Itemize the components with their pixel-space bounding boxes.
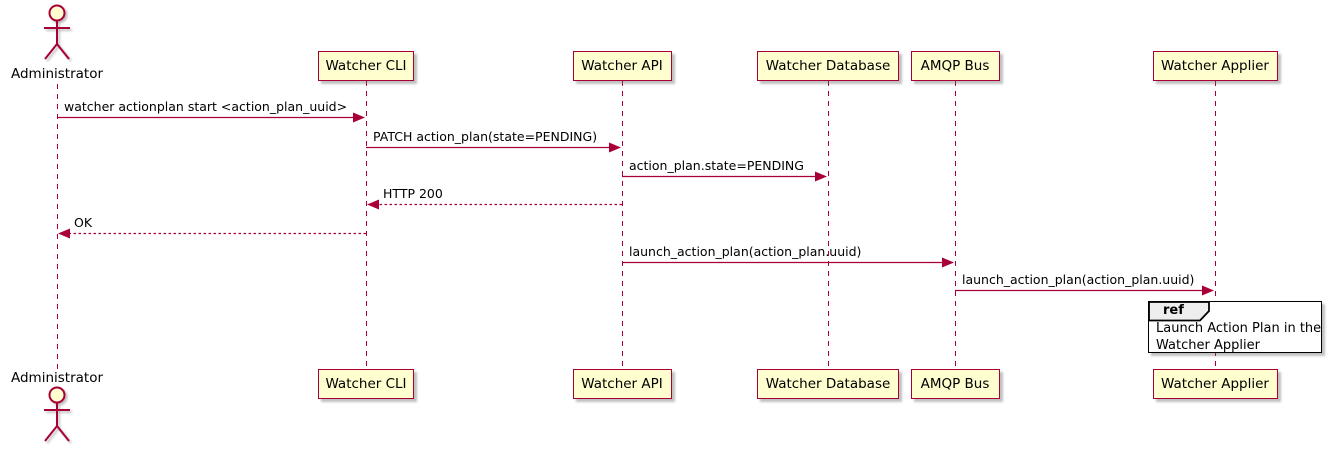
participant-box-watcher-database-top: Watcher Database xyxy=(757,51,899,81)
message-arrowhead-1 xyxy=(609,142,621,153)
participant-box-watcher-api-bottom: Watcher API xyxy=(572,369,672,399)
participant-box-amqp-bus-bottom: AMQP Bus xyxy=(910,369,1000,399)
participant-box-watcher-cli-bottom: Watcher CLI xyxy=(318,369,414,399)
message-arrowhead-4 xyxy=(58,228,70,239)
message-label-5: launch_action_plan(action_plan.uuid) xyxy=(629,244,862,259)
message-arrowhead-2 xyxy=(815,171,827,182)
message-arrowhead-6 xyxy=(1202,285,1214,296)
message-arrowhead-5 xyxy=(942,257,954,268)
participant-box-watcher-database-bottom: Watcher Database xyxy=(757,369,899,399)
participant-box-watcher-cli-top: Watcher CLI xyxy=(318,51,414,81)
message-label-2: action_plan.state=PENDING xyxy=(629,158,804,173)
participant-box-watcher-applier-top: Watcher Applier xyxy=(1152,51,1278,81)
actor-figure-administrator-top xyxy=(44,4,70,60)
message-arrowhead-3 xyxy=(367,199,379,210)
participant-box-amqp-bus-top: AMQP Bus xyxy=(910,51,1000,81)
message-label-3: HTTP 200 xyxy=(383,186,443,201)
ref-fragment: ref Launch Action Plan in the Watcher Ap… xyxy=(1148,301,1322,353)
ref-header-shape xyxy=(1148,301,1210,322)
message-label-4: OK xyxy=(74,215,93,230)
ref-text-line: Launch Action Plan in the xyxy=(1156,321,1322,336)
message-label-1: PATCH action_plan(state=PENDING) xyxy=(373,129,598,144)
ref-text-line: Watcher Applier xyxy=(1156,338,1260,353)
message-label-6: launch_action_plan(action_plan.uuid) xyxy=(962,272,1195,287)
actor-figure-administrator-bottom xyxy=(44,386,70,442)
actor-label-administrator-bottom: Administrator xyxy=(10,370,104,386)
actor-label-administrator-top: Administrator xyxy=(10,66,104,82)
message-arrowhead-0 xyxy=(353,112,365,123)
message-label-0: watcher actionplan start <action_plan_uu… xyxy=(64,99,348,114)
participant-box-watcher-applier-bottom: Watcher Applier xyxy=(1152,369,1278,399)
ref-keyword: ref xyxy=(1163,303,1184,318)
participant-box-watcher-api-top: Watcher API xyxy=(572,51,672,81)
